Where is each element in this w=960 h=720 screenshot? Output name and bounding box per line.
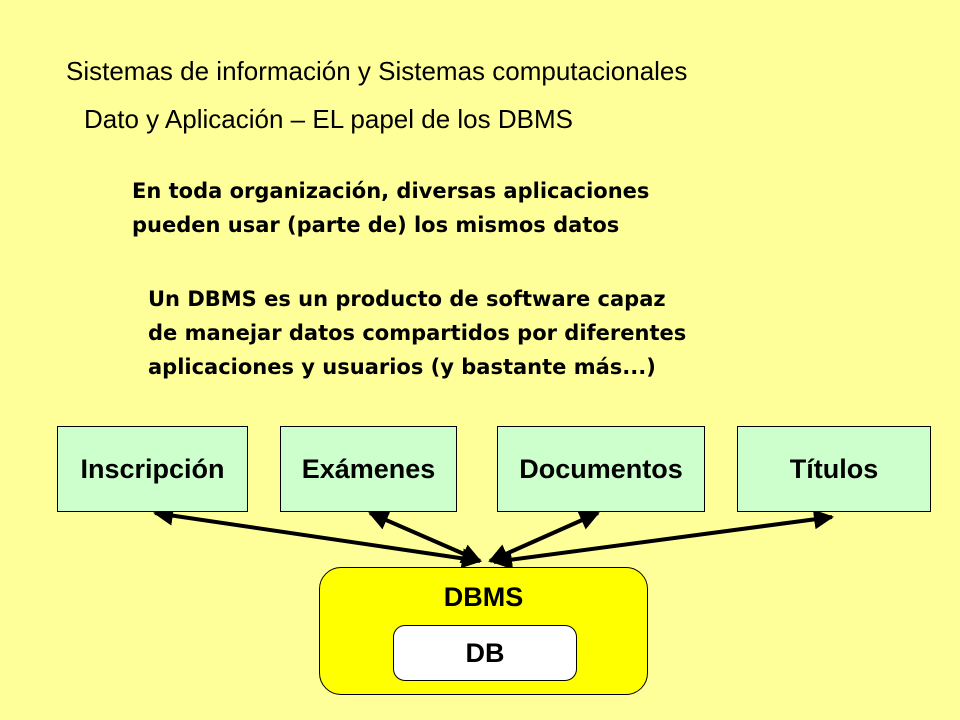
paragraph-line: Un DBMS es un producto de software capaz xyxy=(148,287,666,311)
paragraph-line: En toda organización, diversas aplicacio… xyxy=(132,179,650,203)
dbms-definition-paragraph: Un DBMS es un producto de software capaz… xyxy=(148,282,686,384)
slide-subtitle: Dato y Aplicación – EL papel de los DBMS xyxy=(84,104,573,134)
app-box-documentos: Documentos xyxy=(497,426,705,512)
arrow-inscripcion-dbms xyxy=(153,505,482,569)
app-box-titulos: Títulos xyxy=(737,426,931,512)
app-box-examenes: Exámenes xyxy=(280,426,457,512)
arrow-examenes-dbms xyxy=(368,511,482,563)
db-box: DB xyxy=(393,625,577,681)
arrow-titulos-dbms xyxy=(492,509,834,570)
dbms-box: DBMS DB xyxy=(319,567,648,695)
organization-paragraph: En toda organización, diversas aplicacio… xyxy=(132,174,649,242)
app-box-inscripcion: Inscripción xyxy=(57,426,248,512)
paragraph-line: aplicaciones y usuarios (y bastante más.… xyxy=(148,355,656,379)
paragraph-line: pueden usar (parte de) los mismos datos xyxy=(132,213,620,237)
paragraph-line: de manejar datos compartidos por diferen… xyxy=(148,321,687,345)
slide-title: Sistemas de información y Sistemas compu… xyxy=(66,56,688,86)
dbms-label: DBMS xyxy=(443,582,524,612)
